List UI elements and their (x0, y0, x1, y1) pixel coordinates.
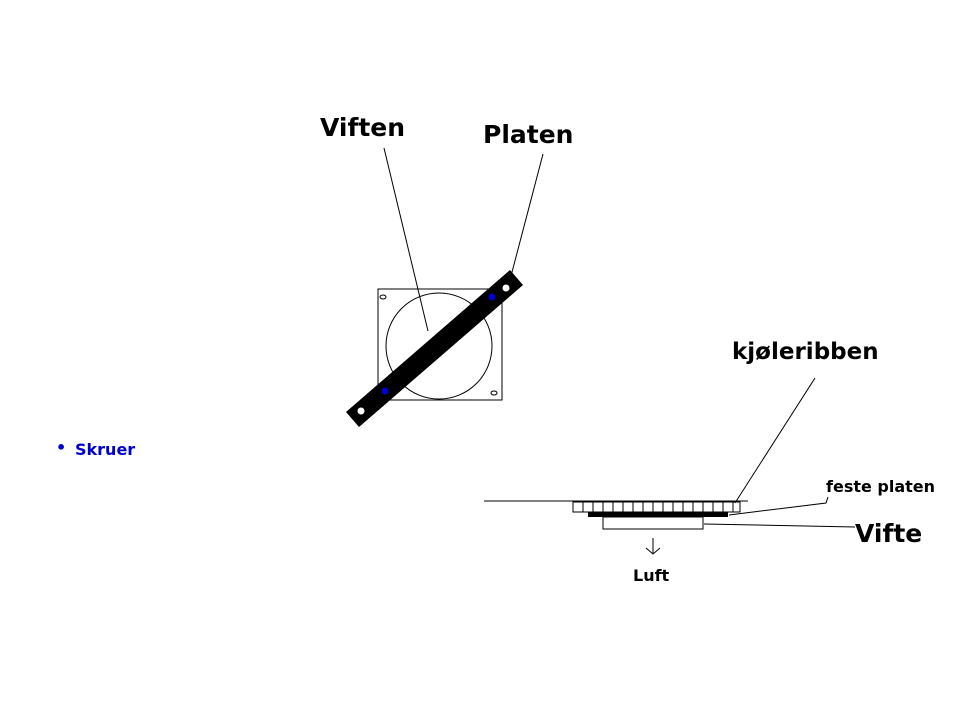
fan-frame (377, 288, 503, 401)
leader-feste-platen (728, 496, 829, 516)
label-feste-platen: feste platen (826, 477, 935, 496)
air-arrow-icon (645, 538, 661, 555)
label-viften: Viften (320, 113, 405, 142)
leader-platen (510, 153, 544, 277)
legend-skruer: Skruer (75, 440, 135, 459)
label-kjoleribben: kjøleribben (732, 339, 879, 365)
label-luft: Luft (633, 566, 670, 585)
side-plate (588, 512, 728, 517)
plate-bar (346, 270, 523, 427)
side-fan (602, 516, 704, 530)
screw-top (488, 293, 496, 301)
screw-bottom (381, 387, 389, 395)
label-vifte: Vifte (855, 519, 922, 548)
legend-bullet-icon: • (56, 438, 66, 457)
fan-corner-hole-bottom-right (490, 390, 498, 396)
fan-blade-circle (385, 292, 493, 400)
mounting-plate (346, 270, 523, 427)
heatsink-base (572, 501, 741, 513)
label-platen: Platen (483, 120, 573, 149)
side-view (484, 500, 748, 530)
plate-end-hole-top (502, 284, 510, 292)
fan-corner-hole-top-left (379, 294, 387, 300)
plate-end-hole-bottom (357, 407, 365, 415)
leader-vifte (703, 523, 856, 528)
leader-viften (383, 147, 429, 332)
leader-kjoleribben (734, 377, 816, 504)
heatsink-fins (582, 502, 734, 512)
